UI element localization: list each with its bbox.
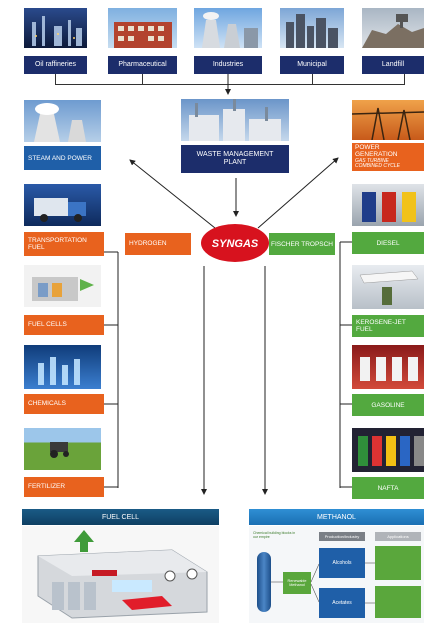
- alcohols-box: Alcohols: [319, 548, 365, 578]
- source-drop: [55, 74, 56, 84]
- industries-photo: [194, 8, 262, 48]
- output-label: POWER GENERATION: [355, 144, 398, 158]
- nozzles-photo: [352, 428, 424, 472]
- tractor-field-photo: [24, 428, 101, 470]
- jet-refuel-photo: [352, 265, 424, 309]
- gas-station-photo: [352, 345, 424, 389]
- syngas-badge: SYNGAS: [201, 224, 269, 262]
- renewable-box: Renewable Methanol: [283, 572, 311, 594]
- source-drop: [404, 74, 405, 84]
- feed-note: Chemical building blocks in our empire: [253, 531, 296, 539]
- source-label: Municipal: [280, 56, 344, 74]
- source-label: Industries: [194, 56, 262, 74]
- output-label: GASOLINE: [352, 394, 424, 416]
- fuel-cell-illustration: [22, 526, 219, 623]
- applications-header: Applications: [375, 532, 421, 541]
- applications-box-2: [375, 586, 421, 618]
- refinery-photo: [24, 8, 87, 48]
- fuel-cells-photo: [24, 265, 101, 307]
- source-drop: [312, 74, 313, 84]
- methanol-arrows: [271, 562, 375, 604]
- fuel-pump-photo: [352, 184, 424, 226]
- source-label: Pharmaceutical: [108, 56, 177, 74]
- applications-box-1: [375, 546, 421, 580]
- output-label: TRANSPORTATION FUEL: [24, 232, 104, 256]
- output-label: NAFTA: [352, 477, 424, 499]
- power-generation-box: POWER GENERATION GAS TURBINE COMBINED CY…: [352, 143, 424, 171]
- acetates-box: Acetates: [319, 588, 365, 618]
- output-label: FERTILIZER: [24, 477, 104, 497]
- chemicals-photo: [24, 345, 101, 389]
- methanol-diagram: Chemical building blocks in our empire P…: [249, 526, 424, 623]
- power-lines-photo: [352, 100, 424, 140]
- syngas-label: SYNGAS: [212, 238, 259, 250]
- fischer-tropsch-label: FISCHER TROPSCH: [269, 233, 335, 255]
- output-label: STEAM AND POWER: [24, 146, 101, 170]
- source-label: Landfill: [362, 56, 424, 74]
- source-label: Oil raffineries: [24, 56, 87, 74]
- pharmaceutical-photo: [108, 8, 177, 48]
- output-label: CHEMICALS: [24, 394, 104, 414]
- plant-photo: [181, 99, 289, 141]
- feed-cylinder: [257, 552, 271, 612]
- combined-cycle-note: COMBINED CYCLE: [355, 162, 401, 169]
- production-header: Production/Industry: [319, 532, 365, 541]
- output-label: DIESEL: [352, 232, 424, 254]
- source-drop: [142, 74, 143, 84]
- municipal-photo: [280, 8, 344, 48]
- methanol-title: METHANOL: [249, 509, 424, 525]
- cooling-tower-photo: [24, 100, 101, 142]
- truck-photo: [24, 184, 101, 226]
- hydrogen-label: HYDROGEN: [125, 233, 191, 255]
- source-connector-line: [55, 84, 405, 85]
- gas-turbine-note: GAS TURBINE: [355, 157, 389, 164]
- plant-label: WASTE MANAGEMENT PLANT: [181, 145, 289, 173]
- landfill-photo: [362, 8, 424, 48]
- output-label: KEROSENE-JET FUEL: [352, 315, 424, 337]
- output-label: FUEL CELLS: [24, 315, 104, 335]
- fuel-cell-title: FUEL CELL: [22, 509, 219, 525]
